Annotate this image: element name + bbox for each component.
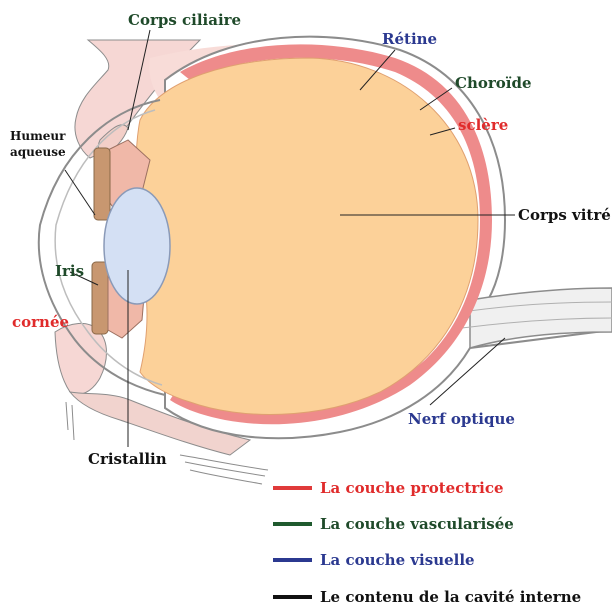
label-iris: Iris [55,262,84,280]
lens [104,188,170,304]
pointer-humeur [65,170,95,215]
iris-upper [94,148,110,220]
label-nerf-optique: Nerf optique [408,410,515,428]
label-cornee: cornée [12,313,69,331]
iris-lower [92,262,108,334]
eyelashes [180,455,268,484]
label-retine: Rétine [382,30,437,48]
label-choroide: Choroïde [455,74,532,92]
label-cristallin: Cristallin [88,450,167,468]
label-humeur-2: aqueuse [10,145,66,159]
legend-label-protectrice: La couche protectrice [320,479,504,497]
label-corps-vitre: Corps vitré [518,206,611,224]
label-humeur-1: Humeur [10,129,66,143]
legend-label-visuelle: La couche visuelle [320,551,475,569]
label-corps-ciliaire: Corps ciliaire [128,11,241,29]
legend-label-vascularisee: La couche vascularisée [320,515,514,533]
label-sclere: sclère [458,116,508,134]
legend: La couche protectrice La couche vascular… [273,479,581,606]
lower-lid-lines [66,402,74,440]
legend-label-cavite: Le contenu de la cavité interne [320,588,581,606]
